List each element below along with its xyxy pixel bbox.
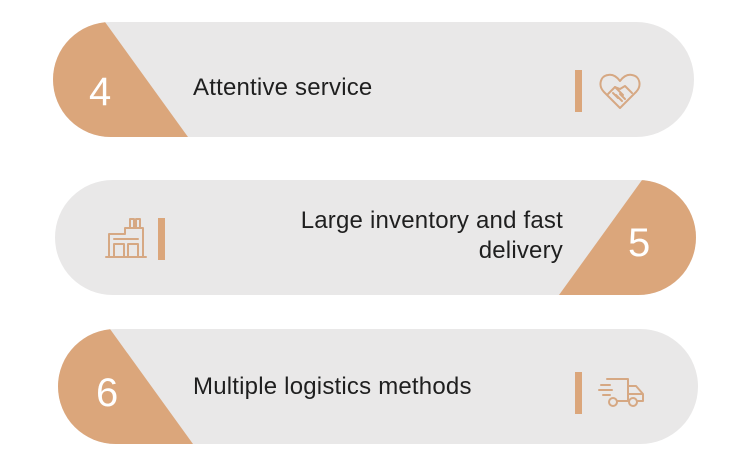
- feature-title-line: Multiple logistics methods: [193, 373, 472, 400]
- number-badge: [559, 180, 696, 295]
- feature-card-inventory-delivery: 5 Large inventory and fast delivery: [55, 180, 696, 295]
- feature-card-attentive-service: 4 Attentive service: [53, 22, 694, 137]
- divider-bar: [575, 70, 582, 112]
- feature-number: 5: [628, 221, 651, 265]
- feature-title: Multiple logistics methods: [193, 372, 472, 402]
- number-badge: [58, 329, 193, 444]
- feature-title-line: delivery: [478, 237, 563, 264]
- warehouse-icon: [102, 214, 150, 262]
- feature-number: 4: [89, 70, 112, 114]
- divider-bar: [575, 372, 582, 414]
- feature-number: 6: [96, 371, 119, 415]
- divider-bar: [158, 218, 165, 260]
- feature-card-logistics: 6 Multiple logistics methods: [58, 329, 698, 444]
- feature-title: Large inventory and fast delivery: [223, 206, 563, 266]
- feature-title: Attentive service: [193, 73, 372, 103]
- feature-title-line: Large inventory and fast: [300, 207, 563, 234]
- feature-title-line: Attentive service: [193, 74, 373, 101]
- heart-handshake-icon: [596, 67, 644, 115]
- delivery-truck-icon: [598, 367, 646, 415]
- number-badge: [53, 22, 188, 137]
